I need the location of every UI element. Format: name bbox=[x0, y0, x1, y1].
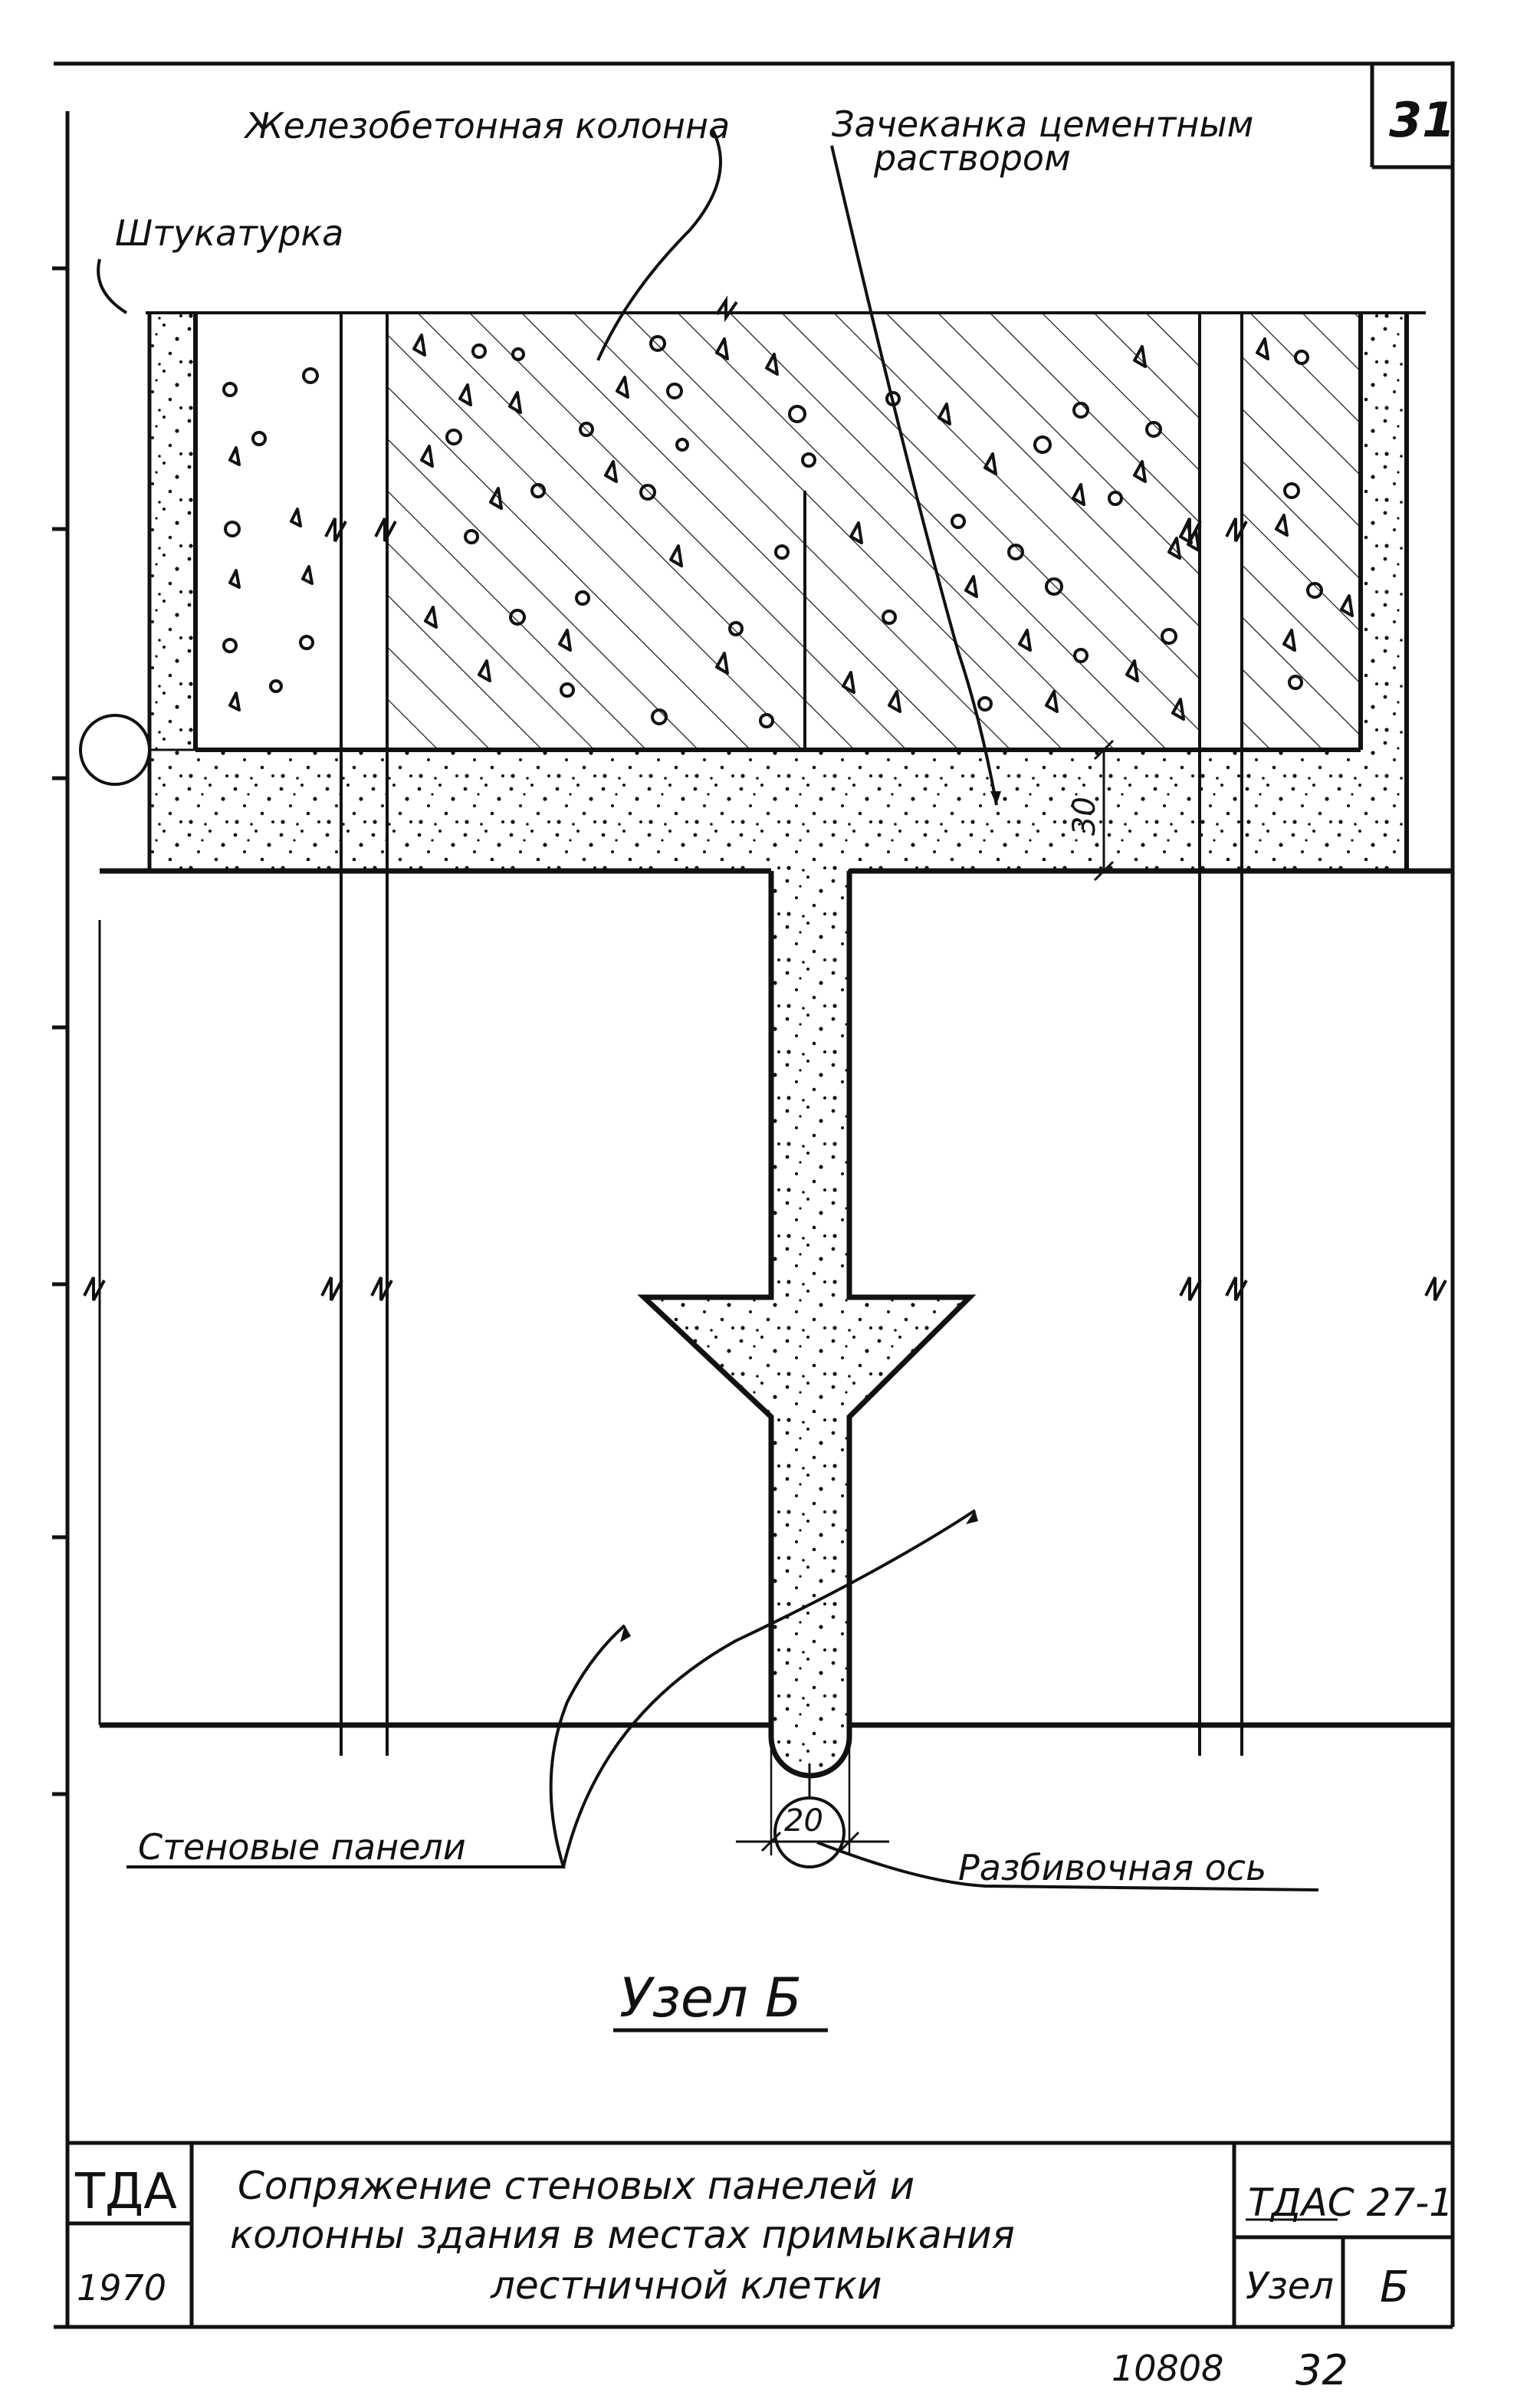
title-block-org: ТДА bbox=[74, 2164, 177, 2220]
break-marks bbox=[83, 295, 1447, 1301]
leader-lines bbox=[97, 130, 1319, 1891]
title-block-year: 1970 bbox=[77, 2267, 166, 2309]
label-axis: Разбивочная ось bbox=[958, 1847, 1266, 1888]
bottom-number: 10808 bbox=[1111, 2348, 1223, 2389]
title-block-grid bbox=[67, 2141, 1453, 2327]
dimension-30-label: 30 bbox=[1067, 797, 1102, 836]
plaster-left bbox=[147, 313, 198, 871]
dimension-20 bbox=[736, 1740, 889, 1855]
concrete-column bbox=[195, 313, 1361, 750]
dimension-20-label: 20 bbox=[784, 1803, 823, 1839]
title-block-line2: колонны здания в местах примыкания bbox=[230, 2213, 1015, 2257]
bottom-page: 32 bbox=[1295, 2346, 1348, 2394]
plaster-right bbox=[1358, 313, 1409, 871]
title-block-code: ТДАС 27-1 bbox=[1248, 2180, 1453, 2225]
title-block-line3: лестничной клетки bbox=[490, 2263, 882, 2308]
page-number: 31 bbox=[1389, 92, 1455, 148]
label-mortar-line1: Зачеканка цементным bbox=[832, 104, 1253, 145]
leader-arrows bbox=[620, 791, 1001, 1642]
dimension-30 bbox=[1093, 739, 1115, 882]
title-block-line1: Сопряжение стеновых панелей и bbox=[238, 2164, 914, 2208]
label-plaster: Штукатурка bbox=[115, 212, 343, 254]
label-mortar-line2: раствором bbox=[873, 137, 1071, 179]
axis-marker-left bbox=[79, 714, 195, 786]
label-concrete-column: Железобетонная колонна bbox=[243, 105, 730, 146]
title-block-node-label: Узел bbox=[1246, 2265, 1334, 2308]
aggregate-chips bbox=[228, 334, 1354, 721]
axis-marker-bottom bbox=[773, 1763, 846, 1868]
column-outline bbox=[146, 311, 1426, 752]
label-wall-panels: Стеновые панели bbox=[138, 1826, 466, 1868]
title-block-node-letter: Б bbox=[1380, 2263, 1409, 2312]
wall-panels bbox=[98, 313, 1454, 1756]
node-title: Узел Б bbox=[619, 1967, 802, 2029]
